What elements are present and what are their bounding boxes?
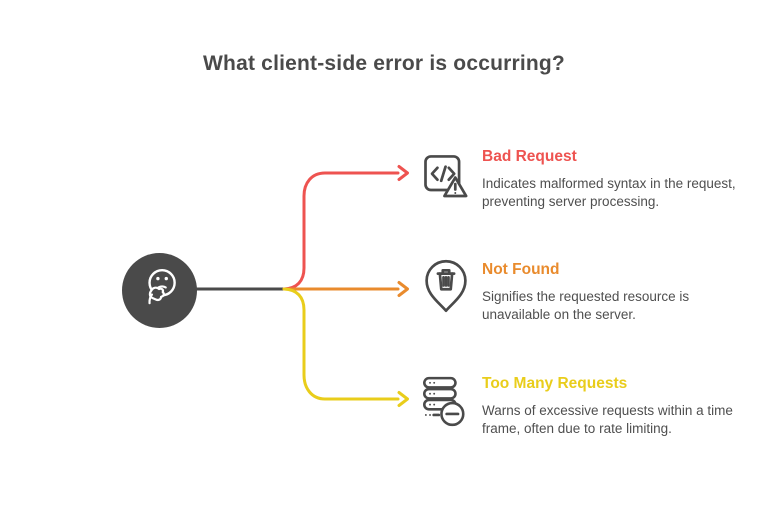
branch-description: Signifies the requested resource is unav…: [482, 289, 690, 322]
branch-too-many-requests: Too Many Requests Warns of excessive req…: [482, 375, 754, 438]
central-question-node: [122, 253, 197, 328]
server-limit-icon: [416, 375, 470, 429]
arrowhead-orange: [397, 281, 409, 297]
connector-yellow: [282, 287, 400, 401]
code-error-icon: [419, 151, 471, 203]
branch-label: Not Found: [482, 261, 560, 278]
branch-bad-request: Bad Request Indicates malformed syntax i…: [482, 148, 754, 211]
page-title: What client-side error is occurring?: [203, 52, 565, 75]
branch-label: Bad Request: [482, 148, 577, 165]
branch-description: Warns of excessive requests within a tim…: [482, 403, 733, 436]
thinking-face-icon: [137, 265, 183, 316]
arrowhead-red: [397, 165, 409, 181]
arrowhead-yellow: [397, 391, 409, 407]
branch-label: Too Many Requests: [482, 375, 628, 392]
connector-red: [282, 171, 400, 291]
branch-not-found: Not Found Signifies the requested resour…: [482, 261, 754, 324]
deleted-resource-pin-icon: [421, 258, 471, 314]
branch-description: Indicates malformed syntax in the reques…: [482, 176, 736, 209]
